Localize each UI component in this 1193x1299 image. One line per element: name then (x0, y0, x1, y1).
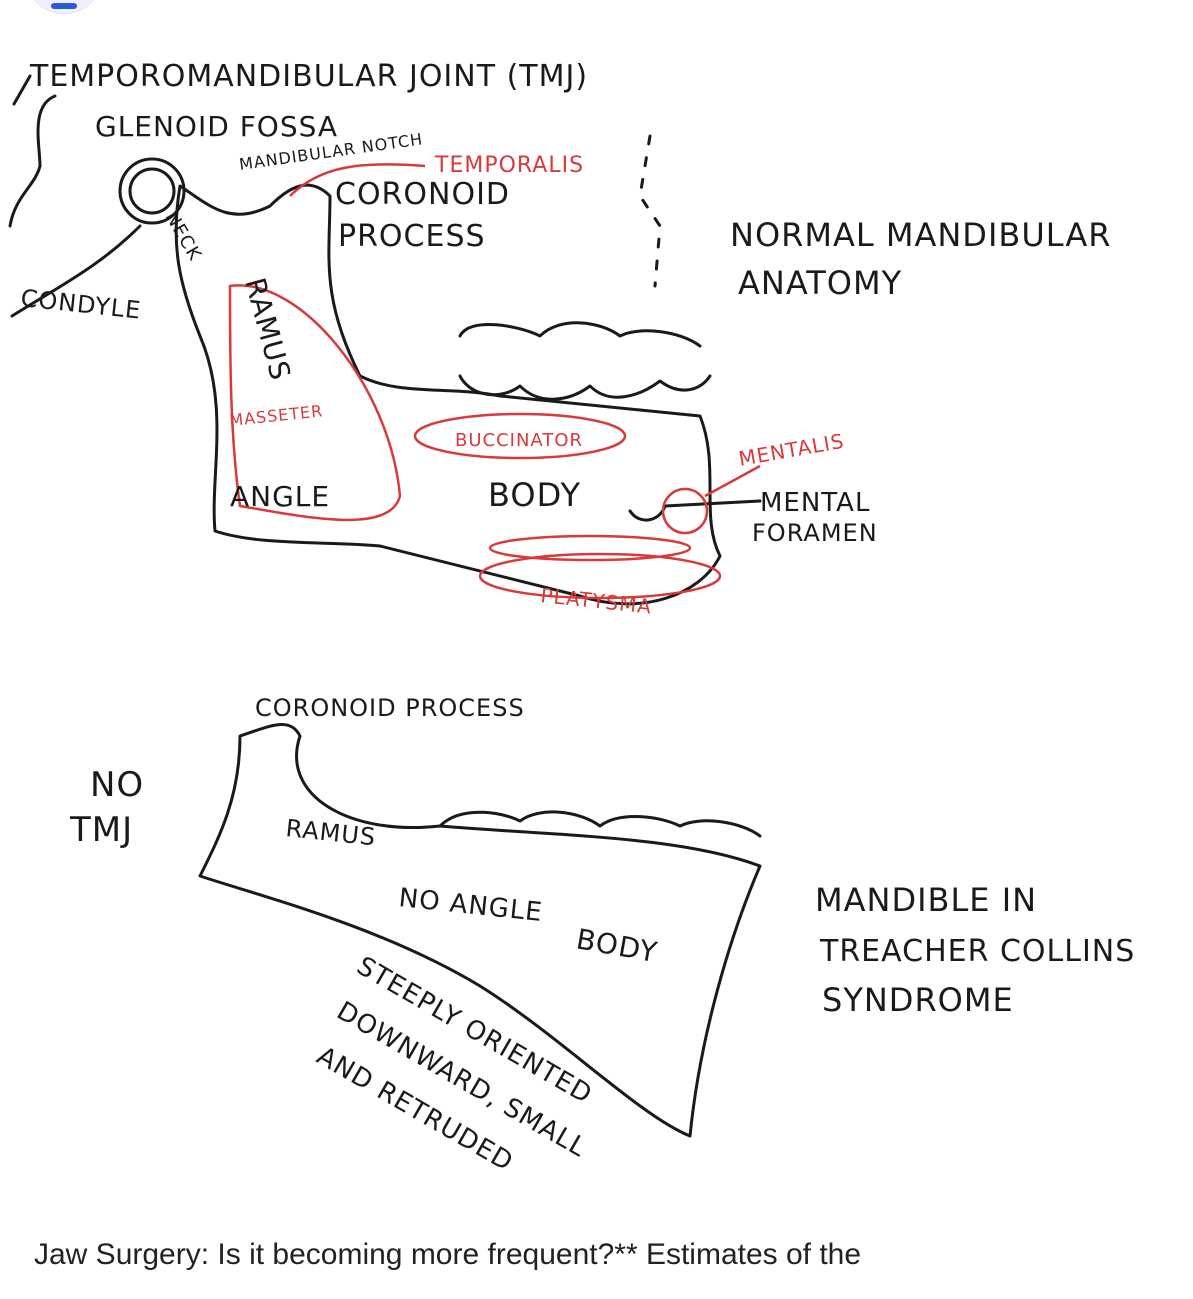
label-anatomy: ANATOMY (738, 264, 902, 302)
label-glenoid-fossa: GLENOID FOSSA (95, 110, 338, 143)
label-syndrome: SYNDROME (822, 981, 1014, 1019)
buccinator-muscle (413, 412, 627, 460)
label-body: BODY (488, 476, 581, 514)
mandible-anatomy-diagram: TEMPOROMANDIBULAR JOINT (TMJ) GLENOID FO… (0, 36, 1193, 1216)
label-mental: MENTAL (760, 488, 870, 518)
tc-teeth (438, 810, 762, 838)
label-normal-mandibular: NORMAL MANDIBULAR (730, 216, 1111, 254)
profile-avatar-icon[interactable] (30, 0, 98, 14)
label-temporalis: TEMPORALIS (434, 153, 584, 178)
temporalis-muscle (289, 163, 426, 197)
label-tc-ramus: RAMUS (284, 814, 377, 851)
label-platysma: PLATYSMA (539, 583, 653, 619)
label-no: NO (90, 765, 144, 805)
tc-mandible-outline (198, 722, 762, 1138)
label-foramen: FORAMEN (752, 519, 878, 547)
label-neck: NECK (161, 208, 206, 265)
top-bar (0, 0, 1193, 36)
mental-foramen-arrow (628, 499, 762, 522)
label-mandible-in: MANDIBLE IN (815, 881, 1037, 919)
masseter-muscle (228, 284, 402, 522)
label-tc-coronoid: CORONOID PROCESS (255, 694, 525, 722)
teeth-lower (458, 374, 712, 401)
mentalis-muscle (661, 487, 709, 535)
teeth-upper (458, 321, 702, 348)
label-tmj-short: TMJ (69, 810, 133, 850)
platysma-muscle (478, 552, 722, 600)
label-tc-body: BODY (574, 922, 660, 969)
label-mentalis: MENTALIS (737, 429, 846, 471)
label-angle: ANGLE (230, 480, 330, 513)
label-coronoid: CORONOID (335, 177, 510, 212)
label-condyle: CONDYLE (19, 284, 142, 324)
label-tmj: TEMPOROMANDIBULAR JOINT (TMJ) (29, 59, 588, 94)
label-masseter: MASSETER (228, 401, 324, 430)
diagram-svg: TEMPOROMANDIBULAR JOINT (TMJ) GLENOID FO… (8, 59, 1135, 1178)
label-no-angle: NO ANGLE (397, 883, 544, 928)
label-buccinator: BUCCINATOR (455, 430, 583, 451)
condyle-shape (118, 157, 186, 225)
label-treacher-collins: TREACHER COLLINS (819, 934, 1135, 969)
label-ramus: RAMUS (238, 274, 297, 384)
mandible-outline (174, 183, 722, 606)
label-process: PROCESS (338, 219, 486, 254)
article-caption-link[interactable]: Jaw Surgery: Is it becoming more frequen… (34, 1238, 862, 1271)
tmj-bracket (8, 74, 57, 228)
